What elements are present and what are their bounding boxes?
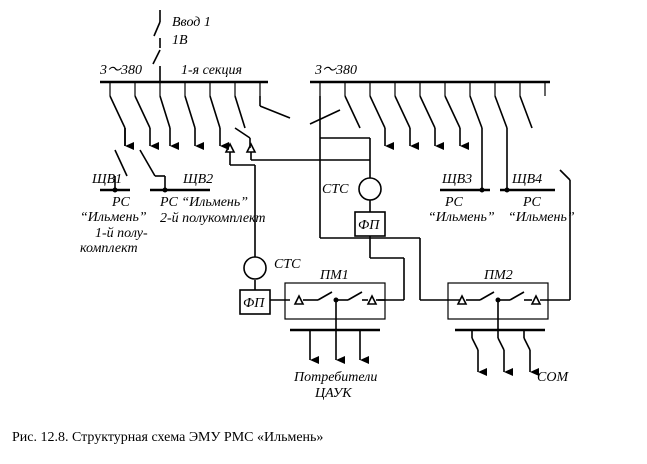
som-label: СОМ (537, 370, 569, 385)
cauk-label: ЦАУК (314, 386, 352, 401)
bus-left-voltage: 3～380 (99, 63, 142, 78)
pm2-label: ПМ2 (483, 268, 513, 283)
stc-upper-symbol (358, 177, 382, 201)
shv2-name: ЩВ2 (182, 172, 213, 187)
input-title: Ввод 1 (172, 15, 211, 30)
fp-upper-box (354, 211, 386, 237)
shv3-shv4-bus (440, 128, 555, 193)
shv1-part1: 1-й полу- (95, 226, 148, 241)
shv4-name: ЩВ4 (511, 172, 542, 187)
shv4-rs: РС (522, 195, 542, 210)
shv1-part2: комплект (80, 241, 138, 256)
pm1-label: ПМ1 (319, 268, 349, 283)
shv3-ilmen: “Ильмень” (428, 210, 495, 225)
pm1-unit (284, 282, 386, 364)
stc-lower-symbol (243, 256, 267, 280)
stc-upper-label: СТС (322, 182, 349, 197)
bus-right-voltage: 3～380 (314, 63, 357, 78)
lower-stc-chain (254, 280, 290, 301)
shv3-name: ЩВ3 (441, 172, 472, 187)
fp-upper-label: ФП (358, 218, 380, 233)
bus-right (310, 80, 550, 96)
input-breaker-label: 1В (172, 33, 188, 48)
upper-stc-chain (319, 108, 460, 301)
consumers-label: Потребители (293, 370, 377, 385)
bus-tie-switch (259, 96, 341, 125)
shv1-name: ЩВ1 (91, 172, 122, 187)
left-feeders (109, 95, 246, 150)
shv1-shv2-bus (100, 128, 210, 193)
shv1-ilmen: “Ильмень” (80, 210, 147, 225)
stc-lower-label: СТС (274, 257, 301, 272)
shv4-ilmen: “Ильмень” (508, 210, 575, 225)
transfer-contacts (224, 127, 370, 268)
right-feeders (344, 95, 533, 150)
pm2-unit (447, 169, 571, 376)
shv3-rs: РС (444, 195, 464, 210)
bus-left (100, 80, 268, 96)
shv2-part: 2-й полукомплект (160, 211, 266, 226)
shv1-rs: РС (111, 195, 131, 210)
fp-lower-box (239, 289, 271, 315)
fp-lower-label: ФП (243, 296, 265, 311)
shv2-rs: РС “Ильмень” (159, 195, 248, 210)
bus-left-section: 1-я секция (181, 63, 242, 78)
input-feeder (152, 10, 161, 82)
figure-caption: Рис. 12.8. Структурная схема ЭМУ РМС «Ил… (12, 430, 323, 445)
